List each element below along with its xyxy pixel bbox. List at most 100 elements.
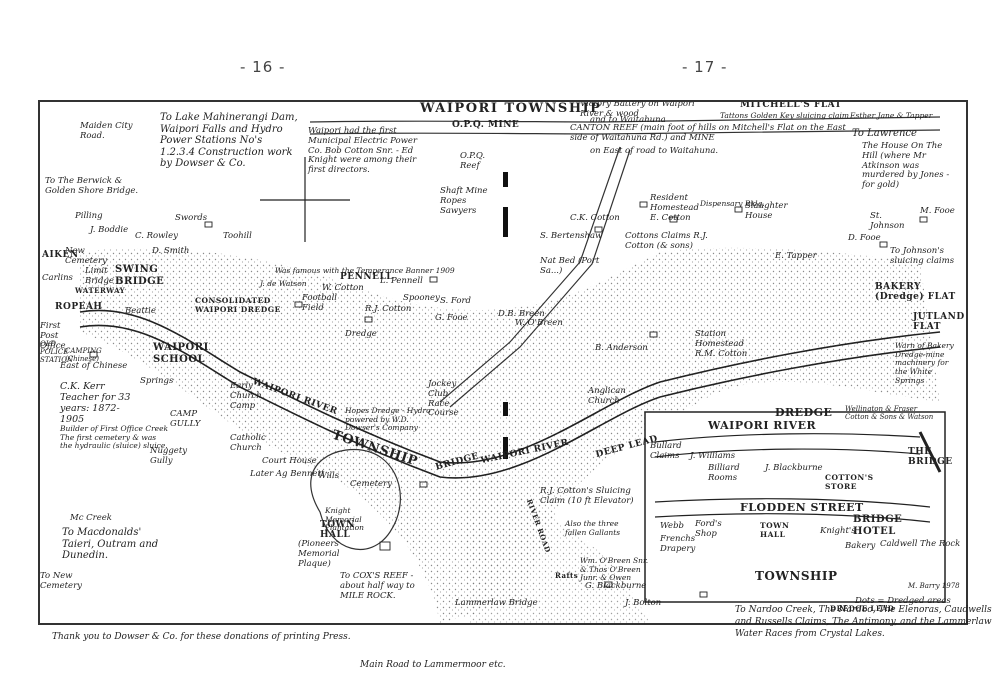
swing-bridge-label: SWING BRIDGE <box>115 264 165 287</box>
inset-boulders-label: Bullard Claims <box>650 441 682 461</box>
to-macdonalds-label: To Macdonalds' Taieri, Outram and Dunedi… <box>62 527 159 561</box>
waipori-river-line-2 <box>79 324 941 479</box>
power-note-label: Waipori had the first Municipal Electric… <box>308 126 418 176</box>
anglican-label: Anglican Church <box>588 386 626 406</box>
ck-cotton-label: C.K. Cotton <box>570 213 620 223</box>
wm-obreen-label: Wm. O'Breen Snr. & Thos O'Breen Junr. & … <box>580 556 649 583</box>
pennell-label: PENNELL <box>340 272 394 282</box>
db-breen-label: D.B. Breen <box>498 309 545 319</box>
l-pennell-label: L. Pennell <box>380 276 423 286</box>
inset-street <box>654 498 931 508</box>
dredge-note-label: Warn of Bakery Dredge-mine machinery for… <box>895 341 954 385</box>
inset-frenchs-label: Frenchs Drapery <box>660 534 696 554</box>
court-house-label: Court House <box>262 456 317 466</box>
inset-dredge-label: DREDGE <box>775 406 833 419</box>
dark-mark-3 <box>503 402 508 416</box>
rj-cotton-label: R.J. Cotton <box>365 304 412 314</box>
to-new-cemetery-label: To New Cemetery <box>40 571 82 591</box>
e-tapper-label: E. Tapper <box>775 251 817 261</box>
map-drawing <box>79 116 946 623</box>
jutland-flat-label: JUTLAND FLAT <box>913 312 965 333</box>
three-fallen-label: Also the three fallen Gallants <box>565 519 621 537</box>
dredged-area-south <box>460 462 650 623</box>
inset-river-2 <box>654 448 921 458</box>
inset-river-label: WAIPORI RIVER <box>708 419 817 432</box>
springs-label: Springs <box>140 376 174 386</box>
dredge-lead-label: DREDGE LEAD <box>830 604 895 613</box>
inset-wellington-label: Wellington & Fraser Cotton & Sons & Wats… <box>845 405 934 422</box>
resident-homestead-label: Resident Homestead E. Cotton <box>650 193 699 223</box>
to-coxs-reef-label: To COX'S REEF - about half way to MILE R… <box>340 571 415 601</box>
was-famous-label: Was famous with the Temperance Banner 19… <box>275 266 455 275</box>
inset-caldwell-label: Caldwell <box>880 539 918 549</box>
inset-river <box>654 433 921 443</box>
c-rowley-label: C. Rowley <box>135 231 178 241</box>
town-hall-label: TOWN HALL <box>320 520 355 541</box>
lammerlaw-bridge-label: Lammerlaw Bridge <box>455 598 538 608</box>
waterway-label: WATERWAY <box>75 286 126 295</box>
footer-road: Main Road to Lammermoor etc. <box>360 660 506 670</box>
opq-mine-label: O.P.Q. MINE <box>452 120 520 130</box>
cemetery-label: Cemetery <box>350 479 392 489</box>
building-markers <box>89 201 928 598</box>
page-number-right: - 17 - <box>682 58 728 76</box>
dots-note-label: Dots = Dredged areas <box>855 596 951 606</box>
inset-the-rock-label: The Rock <box>920 539 961 549</box>
j-boddie-label: J. Boddie <box>90 225 129 235</box>
inset-buildings-label: Billiard Rooms <box>708 463 740 483</box>
pilling-label: Pilling <box>75 211 103 221</box>
consolidated-dredge-label: CONSOLIDATED WAIPORI DREDGE <box>195 296 281 314</box>
house-on-hill-label: The House On The Hill (where Mr Atkinson… <box>862 141 950 191</box>
jockey-club-label: Jockey Club Race Course <box>428 379 459 419</box>
spooney-label: Spooney <box>403 293 440 303</box>
nuggety-gully-label: Nuggety Gully <box>150 446 188 466</box>
inset-j-blackburne-label: J. Blackburne <box>765 463 823 473</box>
s-ford-label: S. Ford <box>440 296 471 306</box>
opq-reef-label: O.P.Q. Reef <box>460 151 486 171</box>
limit-bridge-label: Limit Bridge <box>85 266 114 286</box>
inset-bakery-label: Bakery <box>845 541 876 551</box>
to-waitahuna-label: and to Waitahuna <box>590 115 666 125</box>
dispensary-label: Dispensary Bldg. <box>700 199 765 208</box>
inset-flodden-label: FLODDEN STREET <box>740 501 864 514</box>
inset-bridge <box>918 431 942 473</box>
b-anderson-label: B. Anderson <box>595 343 648 353</box>
dredged-area-west <box>80 247 940 623</box>
waipori-river-line <box>79 309 941 464</box>
east-of-road-label: on East of road to Waitahuna. <box>590 146 719 156</box>
s-bertenshaw-label: S. Bertenshaw <box>540 231 603 241</box>
rafts-label: Rafts <box>555 571 579 580</box>
inset-title: TOWNSHIP <box>755 569 838 583</box>
pioneers-plaque-label: (Pioneers Memorial Plaque) <box>298 539 340 569</box>
mitchells-flat-label: MITCHELL'S FLAT <box>740 100 842 110</box>
mc-creek-label: Mc Creek <box>70 513 112 523</box>
station-homestead-label: Station Homestead R.M. Cotton <box>695 329 748 359</box>
inset-street-2 <box>654 513 931 523</box>
ck-kerr-label: C.K. Kerr Teacher for 33 years: 1872-190… <box>60 381 131 425</box>
road-diagonal-2 <box>449 149 631 408</box>
j-watson-label: J. de Watson <box>260 279 307 288</box>
map-frame: WAIPORI TOWNSHIP O.P.Q. MINE Maiden City… <box>38 100 968 625</box>
camping-label: CAMPING (Chinese) <box>65 347 102 364</box>
shaft-mine-label: Shaft Mine Ropes Sawyers <box>440 186 488 216</box>
road-north <box>309 116 941 123</box>
inset-bridge-hotel-label: BRIDGE HOTEL <box>853 514 903 537</box>
nat-bed-label: Nat Bed (Port Sa...) <box>540 256 600 276</box>
inset-webb-label: Webb <box>660 521 684 531</box>
map-title: WAIPORI TOWNSHIP <box>420 101 602 116</box>
inset-cottons-store-label: COTTON'S STORE <box>825 473 874 491</box>
bakery-flat-label: BAKERY (Dredge) FLAT <box>875 282 956 303</box>
catholic-label: Catholic Church <box>230 433 266 453</box>
cottons-claim-label: Cottons Claims R.J. Cotton (& sons) <box>625 231 708 251</box>
inset-j-williams-label: J. Williams <box>690 451 736 461</box>
camp-gully-label: CAMP GULLY <box>170 409 201 429</box>
to-lawrence-label: To Lawrence <box>852 128 917 139</box>
waipori-school-label: WAIPORI SCHOOL <box>153 342 209 365</box>
dredge-label: Dredge <box>345 329 377 339</box>
g-blackburne-label: G. Blackburne <box>585 581 647 591</box>
aiken-label: AIKEN <box>42 250 79 260</box>
j-bolton-label: J. Bolton <box>625 598 662 608</box>
knight-plantation-label: Knight Memorial Plantation <box>325 506 364 533</box>
m-fooe-label: M. Fooe <box>920 206 955 216</box>
inset-the-bridge-label: THE BRIDGE <box>908 447 953 468</box>
